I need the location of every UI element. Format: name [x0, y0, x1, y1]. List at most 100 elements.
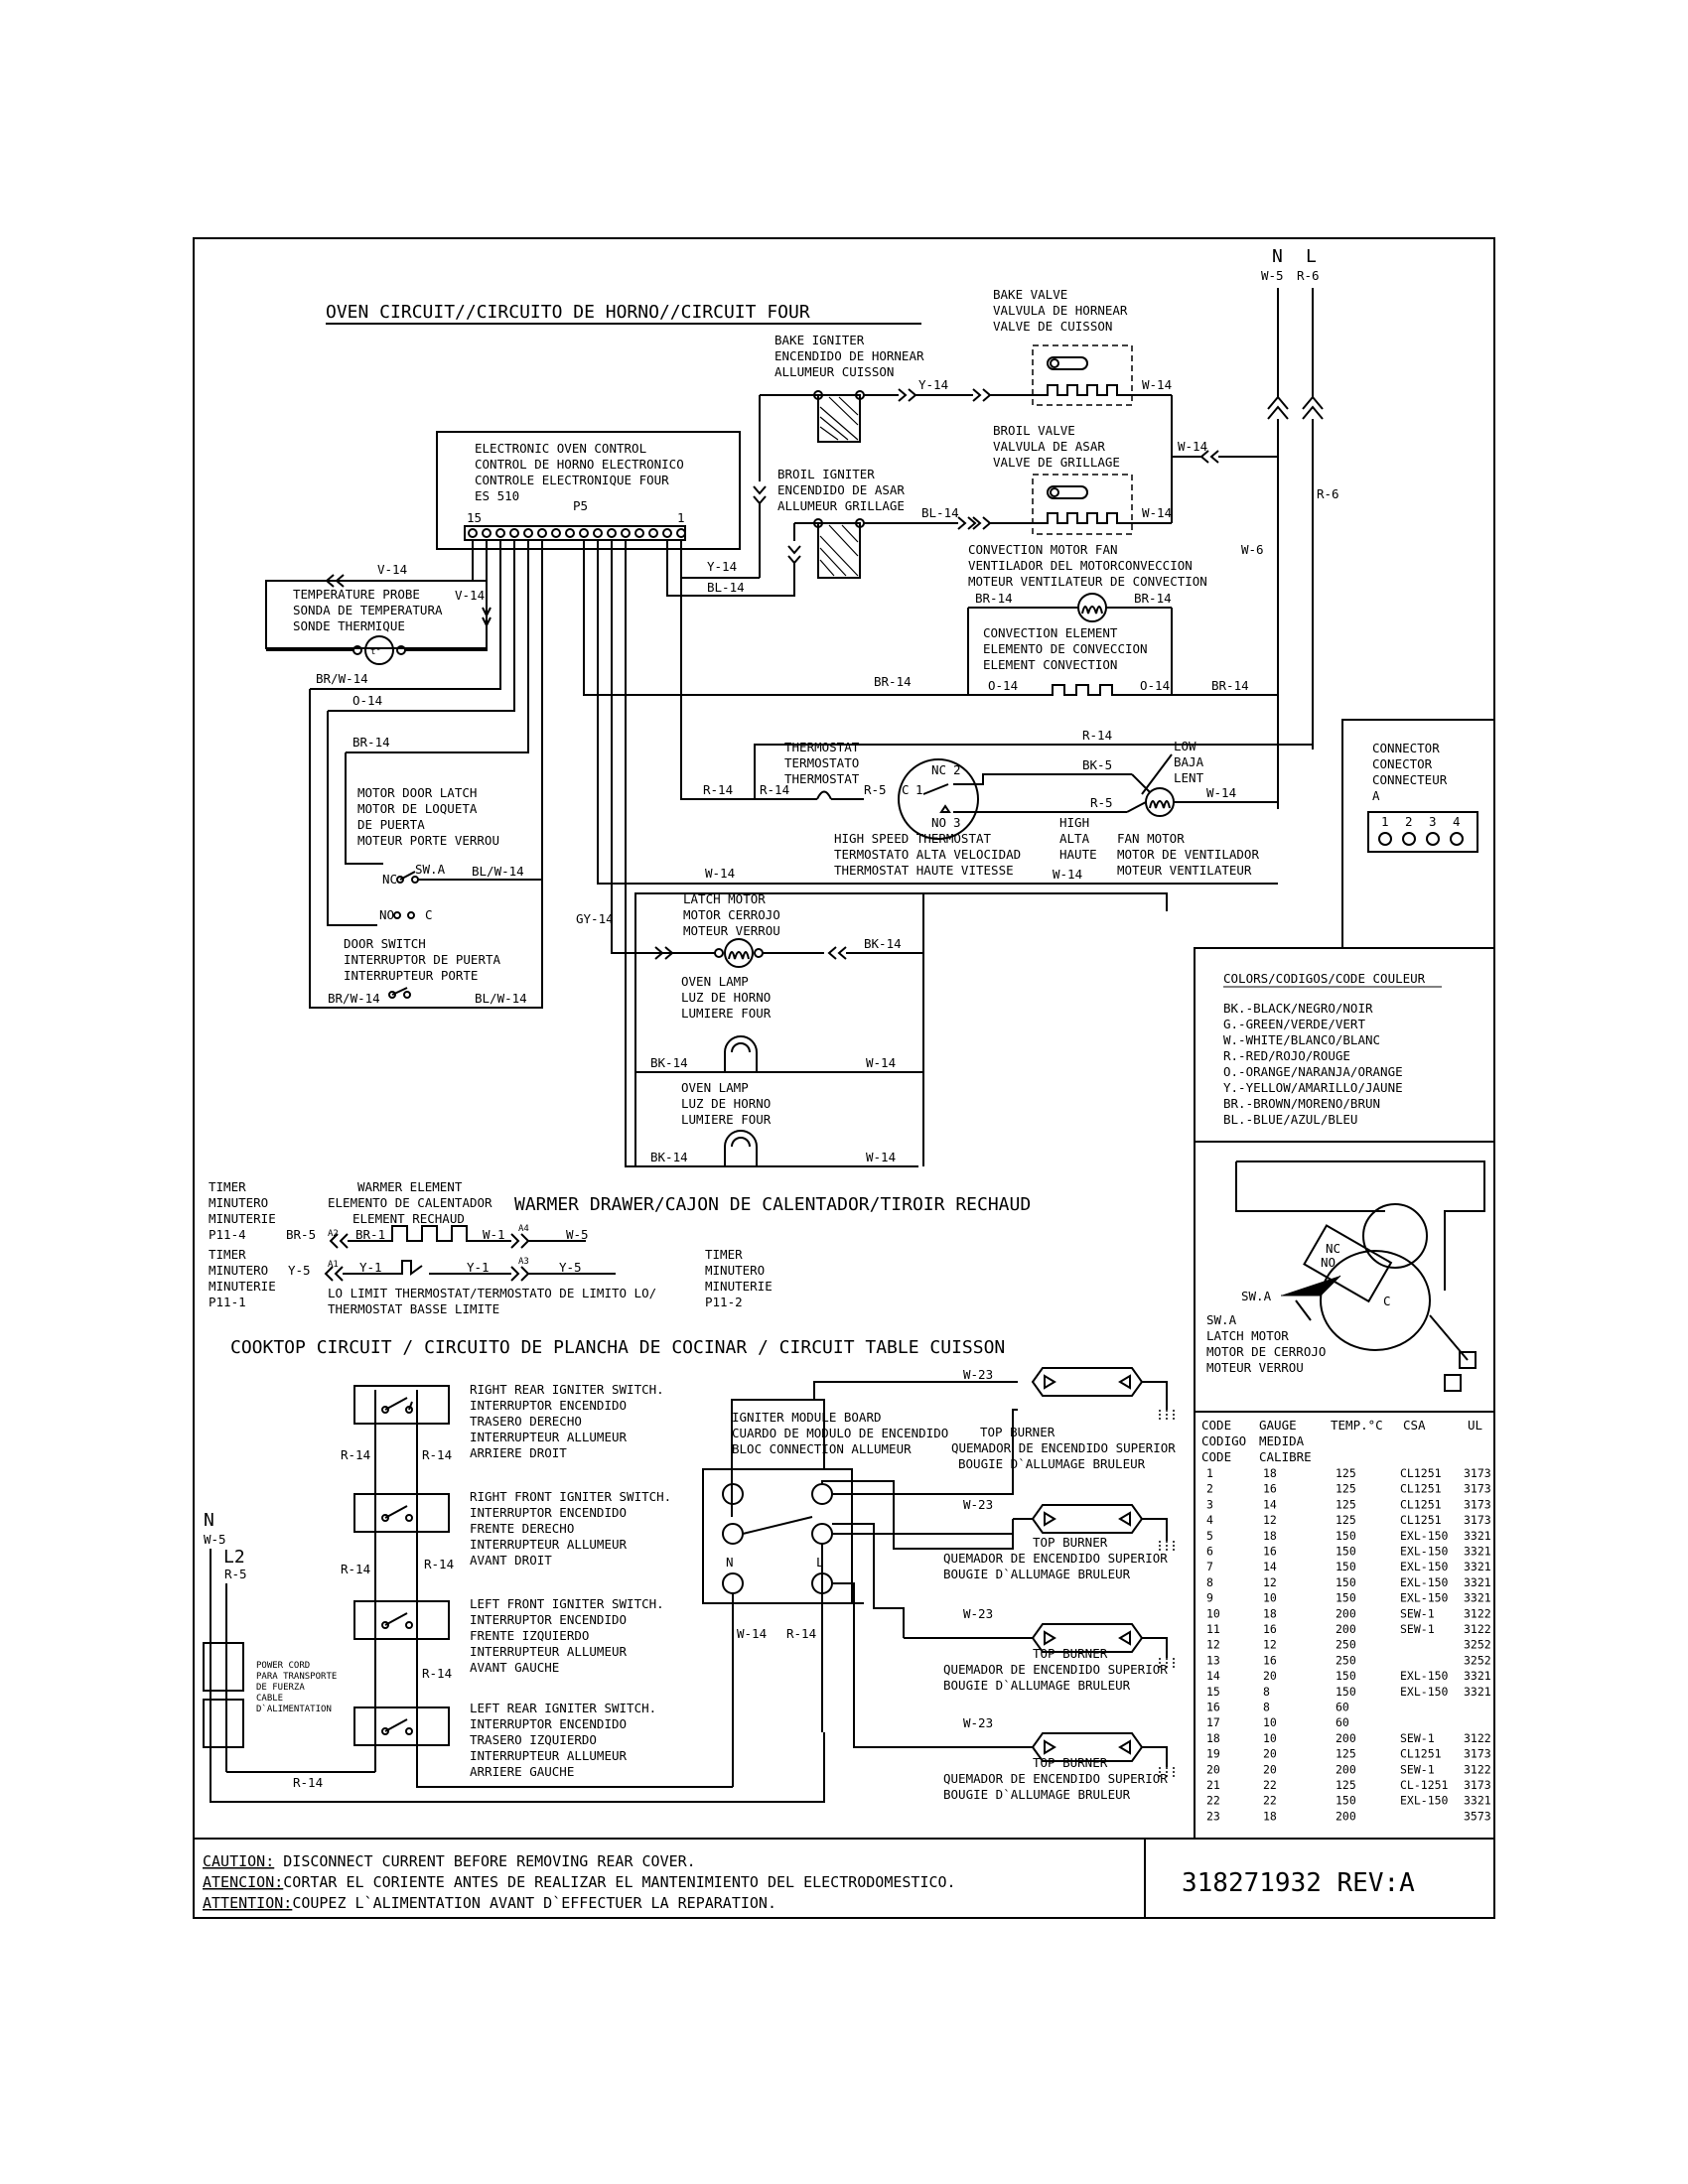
line-label: L: [1306, 246, 1317, 267]
burner-label: BOUGIE D`ALLUMAGE BRULEUR: [943, 1567, 1131, 1581]
attention-text: COUPEZ L`ALIMENTATION AVANT D`EFFECTUER …: [292, 1894, 776, 1912]
connector-arrow-icon: [957, 516, 977, 530]
table-cell: 200: [1336, 1606, 1356, 1620]
lo-limit-thermostat: [343, 1260, 511, 1276]
wire-label: R-14: [786, 1626, 816, 1641]
table-cell: 16: [1263, 1545, 1277, 1559]
oven-lamp-label: LUZ DE HORNO: [681, 1096, 771, 1111]
table-cell: 3: [1206, 1497, 1213, 1511]
latch-detail-label: MOTOR DE CERROJO: [1206, 1344, 1326, 1359]
module-terminal: L: [816, 1555, 824, 1570]
wire-label: Y-1: [359, 1260, 382, 1275]
table-cell: 125: [1336, 1778, 1356, 1792]
broil-valve-label: BROIL VALVE: [993, 423, 1075, 438]
oven-lamp-label: LUZ DE HORNO: [681, 990, 771, 1005]
table-cell: 2: [1206, 1482, 1213, 1496]
footer: CAUTION: DISCONNECT CURRENT BEFORE REMOV…: [194, 1838, 1494, 1918]
wire-label: W-23: [963, 1715, 993, 1730]
connector-label: CONECTOR: [1372, 756, 1433, 771]
table-cell: 8: [1263, 1685, 1270, 1699]
wire-label: BL-14: [707, 580, 745, 595]
table-cell: CL1251: [1400, 1466, 1442, 1480]
table-header: CALIBRE: [1259, 1449, 1312, 1464]
lo-limit-label: THERMOSTAT BASSE LIMITE: [328, 1301, 499, 1316]
table-cell: 3173: [1464, 1778, 1491, 1792]
table-cell: 3122: [1464, 1762, 1491, 1776]
connector-label: CONNECTEUR: [1372, 772, 1448, 787]
wire-label: O-14: [1140, 678, 1170, 693]
burner-label: BOUGIE D`ALLUMAGE BRULEUR: [943, 1678, 1131, 1693]
table-header: CODIGO: [1201, 1433, 1246, 1448]
table-cell: 10: [1263, 1591, 1277, 1605]
thermostat-label: THERMOSTAT: [784, 740, 860, 754]
wire-label: BR-14: [1134, 591, 1172, 606]
wire-label: BL-14: [921, 505, 959, 520]
table-cell: 3173: [1464, 1747, 1491, 1761]
table-cell: 150: [1336, 1685, 1356, 1699]
table-cell: 12: [1206, 1638, 1220, 1652]
connector-arrow-icon: [753, 485, 767, 505]
timer-label: TIMER: [209, 1179, 246, 1194]
table-cell: 13: [1206, 1653, 1220, 1667]
table-cell: 10: [1206, 1606, 1220, 1620]
wire-label: BK-5: [1082, 757, 1112, 772]
wire-label: Y-5: [288, 1263, 311, 1278]
wire-label: Y-5: [559, 1260, 582, 1275]
high-label: HIGH: [1059, 815, 1089, 830]
wire-label: BR/W-14: [328, 991, 380, 1006]
thermostat: [755, 790, 864, 800]
pin-label: 1: [677, 510, 685, 525]
p5-pins: [468, 528, 686, 538]
wire-label: W-14: [866, 1150, 896, 1164]
switch-label: INTERRUPTOR ENCENDIDO: [470, 1612, 627, 1627]
table-cell: 10: [1263, 1731, 1277, 1745]
atencion-label: ATENCION:: [203, 1873, 283, 1891]
color-legend-item: BL.-BLUE/AZUL/BLEU: [1223, 1112, 1357, 1127]
table-cell: 20: [1263, 1669, 1277, 1683]
left-rear-igniter-switch: [353, 1706, 450, 1746]
table-cell: 12: [1263, 1513, 1277, 1527]
burner-label: TOP BURNER: [1033, 1755, 1108, 1770]
caution-label: CAUTION:: [203, 1852, 274, 1870]
eoc-label: CONTROL DE HORNO ELECTRONICO: [475, 457, 684, 472]
table-cell: 3122: [1464, 1606, 1491, 1620]
bake-igniter-label: ENCENDIDO DE HORNEAR: [774, 348, 924, 363]
connector-arrow-icon: [827, 946, 847, 960]
table-header: CODE: [1201, 1449, 1231, 1464]
latch-motor-detail: [1362, 1203, 1428, 1269]
table-cell: 18: [1206, 1731, 1220, 1745]
table-cell: 150: [1336, 1529, 1356, 1543]
broil-igniter-label: BROIL IGNITER: [777, 467, 875, 481]
table-cell: 23: [1206, 1809, 1220, 1823]
table-cell: EXL-150: [1400, 1685, 1449, 1699]
color-legend-title: COLORS/CODIGOS/CODE COULEUR: [1223, 971, 1426, 986]
table-cell: 22: [1263, 1778, 1277, 1792]
table-header: UL: [1468, 1418, 1482, 1433]
burner-label: QUEMADOR DE ENCENDIDO SUPERIOR: [943, 1662, 1168, 1677]
table-cell: 12: [1263, 1638, 1277, 1652]
oven-lamp-label: OVEN LAMP: [681, 1080, 749, 1095]
table-cell: 3173: [1464, 1497, 1491, 1511]
l2-label: L2: [223, 1547, 245, 1568]
table-cell: 60: [1336, 1715, 1349, 1729]
table-cell: 200: [1336, 1809, 1356, 1823]
switch-label: ARRIERE DROIT: [470, 1445, 567, 1460]
high-label: ALTA: [1059, 831, 1090, 846]
wire-label: BL/W-14: [475, 991, 527, 1006]
pin-label: 1: [1381, 814, 1389, 829]
door-switch-label: INTERRUPTEUR PORTE: [344, 968, 478, 983]
attention-label: ATTENTION:: [203, 1894, 292, 1912]
conv-motor-label: VENTILADOR DEL MOTORCONVECCION: [968, 558, 1193, 573]
switch-detail: [1303, 1224, 1393, 1303]
table-cell: EXL-150: [1400, 1560, 1449, 1573]
burner-label: BOUGIE D`ALLUMAGE BRULEUR: [958, 1456, 1146, 1471]
timer-label: MINUTERIE: [705, 1279, 773, 1294]
connector-arrow-icon: [329, 1233, 349, 1249]
door-switch: [391, 987, 408, 996]
pin-label: 15: [467, 510, 482, 525]
probe-symbol: t°: [370, 647, 381, 657]
burner-label: TOP BURNER: [1033, 1535, 1108, 1550]
power-cord-plug: [203, 1642, 244, 1692]
latch-motor-label: MOTOR CERROJO: [683, 907, 780, 922]
